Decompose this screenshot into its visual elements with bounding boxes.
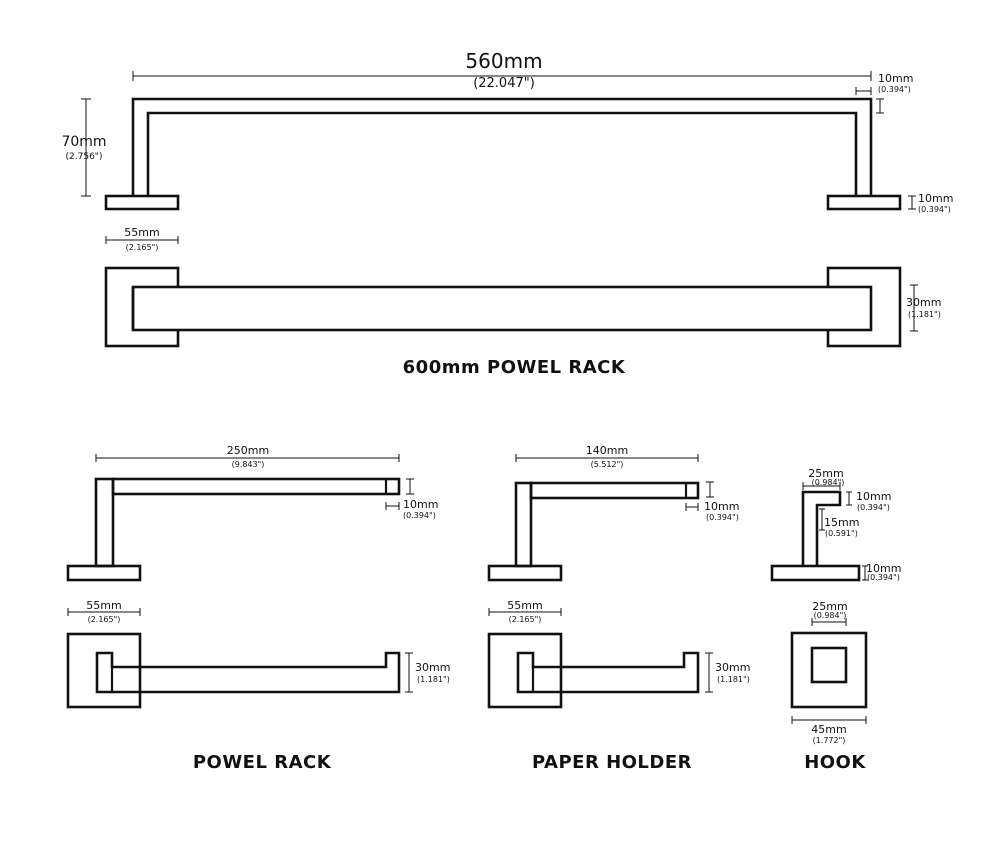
small-rack-bar-thickness-in: (0.394") [403, 511, 436, 520]
hook-base-width-dimension: 45mm (1.772") [791, 716, 867, 745]
large-rack-bar-inner [146, 111, 858, 196]
paper-holder-post [514, 481, 533, 568]
small-rack-base-width-in: (2.165") [88, 615, 121, 624]
paper-holder-base [487, 564, 563, 582]
small-rack-base-width-mm: 55mm [86, 599, 121, 612]
hook-base-thickness-in: (0.394") [867, 573, 900, 582]
small-rack-bar-depth-dimension: 30mm (1.181") [405, 652, 450, 693]
paper-holder-side-view [487, 481, 700, 582]
large-rack-bar-depth-dimension: 30mm (1.181") [906, 284, 941, 332]
large-rack-title: 600mm POWEL RACK [403, 357, 626, 378]
small-rack-top-view [66, 632, 401, 709]
hook-top-thickness-dimension: 10mm (0.394") [846, 490, 891, 512]
hook-inner-width-dimension: 25mm (0.984") [811, 600, 848, 626]
paper-holder-bar-thickness-mm: 10mm [704, 500, 739, 513]
hook-top-thickness-in: (0.394") [857, 503, 890, 512]
large-rack-base-thickness-dimension: 10mm (0.394") [908, 192, 953, 214]
paper-holder-bar-depth-mm: 30mm [715, 661, 750, 674]
small-rack-bar-thickness-dimension: 10mm (0.394") [385, 478, 438, 520]
small-rack-side-view [66, 477, 401, 582]
hook-top-width-in: (0.984") [812, 478, 845, 487]
large-rack-bar-thickness-dimension: 10mm (0.394") [855, 72, 913, 114]
hook-inner-square [810, 646, 848, 684]
paper-holder-length-mm: 140mm [586, 444, 628, 457]
small-rack-bar-top [95, 651, 401, 694]
hook-top-width-dimension: 25mm (0.984") [802, 467, 845, 490]
hook-stem-height-dimension: 15mm (0.591") [819, 508, 859, 538]
hook-inner-width-mm: 25mm [812, 600, 847, 613]
paper-holder-length-dimension: 140mm (5.512") [515, 444, 699, 469]
paper-holder-plate [487, 632, 563, 709]
small-rack-title: POWEL RACK [193, 752, 332, 773]
large-rack-bar-top [131, 285, 873, 332]
paper-holder-bar [529, 481, 700, 500]
paper-holder-bar-top [516, 651, 700, 694]
large-rack-height-mm: 70mm [61, 134, 106, 150]
hook-plate [790, 631, 868, 709]
hook-base-thickness-mm: 10mm [866, 562, 901, 575]
small-rack-base-width-dimension: 55mm (2.165") [67, 599, 141, 624]
small-rack-post [94, 477, 115, 568]
large-rack-bar-depth-mm: 30mm [906, 296, 941, 309]
hook-title: HOOK [804, 752, 866, 773]
small-rack-length-in: (9.843") [232, 460, 265, 469]
small-rack-bar-thickness-mm: 10mm [403, 498, 438, 511]
small-rack-bar-depth-mm: 30mm [415, 661, 450, 674]
hook-base-width-in: (1.772") [813, 736, 846, 745]
large-rack-base-width-mm: 55mm [124, 226, 159, 239]
paper-holder-bar-depth-dimension: 30mm (1.181") [705, 652, 750, 693]
large-rack-base-thickness-in: (0.394") [918, 205, 951, 214]
large-rack-base-width-dimension: 55mm (2.165") [105, 226, 179, 252]
large-rack-height-in: (2.756") [66, 152, 103, 162]
large-rack-bar-outer [131, 97, 873, 196]
paper-holder-title: PAPER HOLDER [532, 752, 692, 773]
large-rack-width-dimension: 560mm (22.047") [132, 49, 872, 91]
paper-holder-top-view [487, 632, 700, 709]
paper-holder-base-width-mm: 55mm [507, 599, 542, 612]
large-rack-right-base [826, 194, 902, 211]
hook-top-width-mm: 25mm [808, 467, 843, 480]
hook-arm [801, 490, 842, 566]
hook-stem-height-mm: 15mm [824, 516, 859, 529]
paper-holder-base-width-dimension: 55mm (2.165") [488, 599, 562, 624]
hook-top-thickness-mm: 10mm [856, 490, 891, 503]
large-rack-top-view [104, 266, 902, 348]
large-rack-base-width-in: (2.165") [126, 243, 159, 252]
hook-base [770, 564, 861, 582]
hook-inner-width-in: (0.984") [814, 611, 847, 620]
paper-holder-length-in: (5.512") [591, 460, 624, 469]
paper-holder-bar-depth-in: (1.181") [717, 675, 750, 684]
large-rack-side-view [104, 97, 902, 211]
hook-base-width-mm: 45mm [811, 723, 846, 736]
hook-base-thickness-dimension: 10mm (0.394") [862, 562, 901, 582]
large-rack-width-mm: 560mm [465, 49, 542, 73]
large-rack-left-base [104, 194, 180, 211]
large-rack-bar-thickness-mm: 10mm [878, 72, 913, 85]
hook-stem-height-in: (0.591") [825, 529, 858, 538]
hook-top-view [790, 631, 868, 709]
hook-side-view [770, 490, 861, 582]
large-rack-height-dimension: 70mm (2.756") [61, 98, 107, 197]
large-rack-bar-depth-in: (1.181") [908, 310, 941, 319]
small-rack-length-mm: 250mm [227, 444, 269, 457]
large-rack-width-in: (22.047") [473, 76, 535, 91]
paper-holder-bar-thickness-in: (0.394") [706, 513, 739, 522]
large-rack-base-thickness-mm: 10mm [918, 192, 953, 205]
small-rack-bar-depth-in: (1.181") [417, 675, 450, 684]
small-rack-base [66, 564, 142, 582]
paper-holder-base-width-in: (2.165") [509, 615, 542, 624]
small-rack-plate [66, 632, 142, 709]
large-rack-bar-thickness-in: (0.394") [878, 85, 911, 94]
small-rack-bar [111, 477, 401, 496]
paper-holder-bar-thickness-dimension: 10mm (0.394") [685, 481, 739, 522]
small-rack-length-dimension: 250mm (9.843") [95, 444, 400, 469]
